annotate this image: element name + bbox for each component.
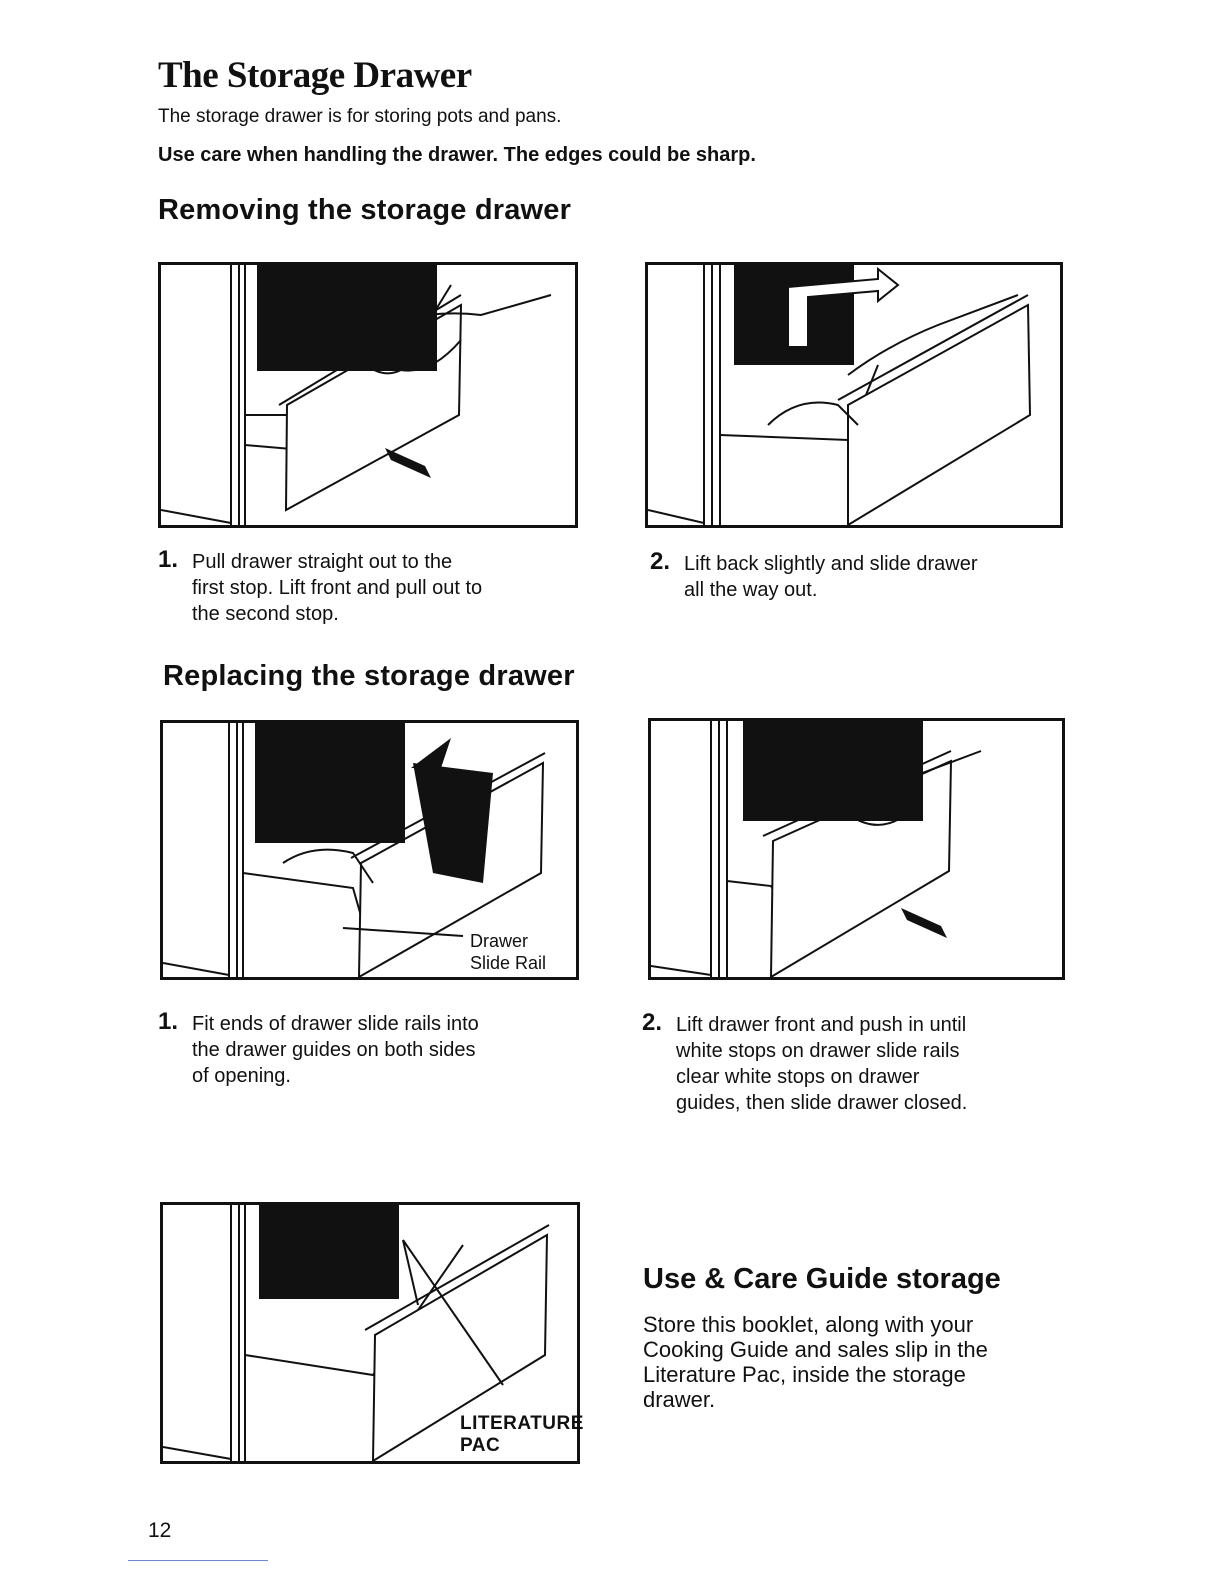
step-text: Pull drawer straight out to the first st… (192, 551, 483, 625)
page-number: 12 (148, 1519, 172, 1542)
drawer-slide-rail-callout: Drawer Slide Rail (470, 931, 547, 973)
step-number: 2. (650, 548, 671, 575)
figure-replace-step2 (648, 718, 1065, 980)
replace-step-2: 2. Lift drawer front and push in until w… (642, 1009, 1082, 1122)
step-number: 1. (158, 546, 179, 573)
figure-replace-step1 (160, 720, 579, 980)
figure-remove-step1 (158, 262, 578, 528)
remove-step-1: 1. Pull drawer straight out to the first… (158, 546, 588, 629)
step-text: Fit ends of drawer slide rails into the … (192, 1013, 479, 1087)
intro-text: The storage drawer is for storing pots a… (158, 106, 562, 127)
step-number: 2. (642, 1009, 663, 1036)
literature-pac-callout: LITERATURE PAC (460, 1413, 584, 1456)
guide-text: Store this booklet, along with your Cook… (643, 1312, 988, 1412)
replacing-heading: Replacing the storage drawer (163, 660, 575, 692)
step-text: Lift drawer front and push in until whit… (676, 1014, 968, 1114)
removing-heading: Removing the storage drawer (158, 194, 572, 226)
figure-literature-pac (160, 1202, 580, 1464)
footer-rule (128, 1560, 268, 1561)
step-number: 1. (158, 1008, 179, 1035)
remove-step-2: 2. Lift back slightly and slide drawer a… (650, 548, 1080, 607)
page-title: The Storage Drawer (158, 55, 472, 96)
step-text: Lift back slightly and slide drawer all … (684, 553, 978, 601)
guide-heading: Use & Care Guide storage (643, 1263, 1001, 1295)
figure-remove-step2 (645, 262, 1063, 528)
warning-text: Use care when handling the drawer. The e… (158, 144, 756, 166)
replace-step-1: 1. Fit ends of drawer slide rails into t… (158, 1008, 588, 1091)
